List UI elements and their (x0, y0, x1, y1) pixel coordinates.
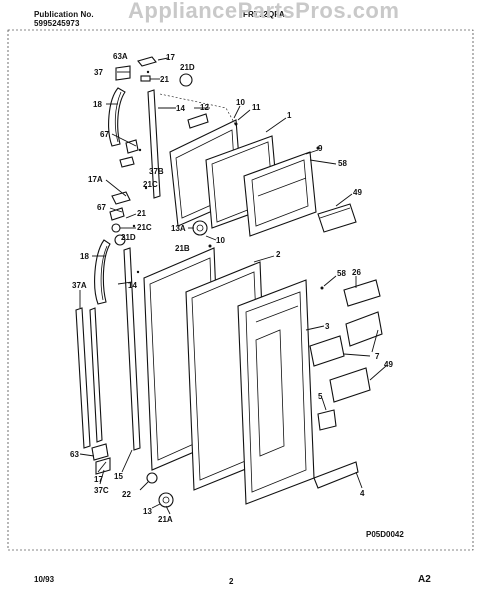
callout-37: 37 (94, 68, 103, 77)
part-67-lower-hinge (109, 207, 125, 221)
watermark: AppliancePartsPros.com (128, 0, 400, 23)
part-49-lower-bin (329, 367, 371, 403)
footer-section: A2 (418, 574, 431, 585)
part-67-upper-hinge (125, 139, 139, 154)
part-17-lower (91, 443, 109, 461)
part-18-upper-handle (108, 87, 126, 147)
part-26-bin (343, 279, 381, 307)
part-3-bin (309, 335, 345, 367)
callout-21: 21 (160, 75, 169, 84)
callout-63A: 63A (113, 52, 128, 61)
callout-18-lower: 18 (80, 252, 89, 261)
part-14-lower-trim (123, 247, 141, 451)
callout-58-lower: 58 (337, 269, 346, 278)
callout-58: 58 (338, 159, 347, 168)
callout-17-lower: 17 (94, 475, 103, 484)
part-17-upper (137, 56, 157, 67)
part-5-clip (317, 409, 337, 431)
callout-1: 1 (287, 111, 292, 120)
part-fresh-food-liner (237, 279, 315, 505)
leader-lines (79, 57, 387, 515)
callout-21A: 21A (158, 515, 173, 524)
page-border (7, 29, 474, 551)
part-63A-cap (115, 65, 131, 81)
callout-2: 2 (276, 250, 281, 259)
callout-21B: 21B (175, 244, 190, 253)
part-14-upper-trim (147, 89, 161, 199)
callout-9: 9 (318, 144, 323, 153)
callout-67-lower: 67 (97, 203, 106, 212)
part-49-upper-bin (317, 203, 357, 233)
callout-21D: 21D (180, 63, 195, 72)
part-22-washer (146, 472, 158, 484)
callout-26: 26 (352, 268, 361, 277)
part-21-screw (140, 75, 151, 82)
model-number: FRT22QFA (243, 10, 285, 19)
callout-17: 17 (166, 53, 175, 62)
callout-37B: 37B (149, 167, 164, 176)
part-37A-trim (75, 307, 91, 449)
footer-date: 10/93 (34, 575, 55, 584)
callout-21-lower: 21 (137, 209, 146, 218)
part-upper-bracket (119, 156, 135, 168)
publication-number: 5995245973 (34, 19, 80, 28)
callout-63: 63 (70, 450, 79, 459)
part-13-hinge (158, 492, 174, 508)
part-12-cover (187, 113, 209, 129)
part-21C-bushing (111, 223, 121, 233)
callout-37C: 37C (94, 486, 109, 495)
callout-10: 10 (236, 98, 245, 107)
callout-3: 3 (325, 322, 330, 331)
callout-17A: 17A (88, 175, 103, 184)
callout-10-lower: 10 (216, 236, 225, 245)
part-4-bracket (313, 461, 359, 489)
part-17A (111, 191, 131, 205)
part-9-freezer-liner (243, 151, 317, 237)
callout-67: 67 (100, 130, 109, 139)
callout-14: 14 (176, 104, 185, 113)
part-21D-plug (179, 73, 193, 87)
callout-49: 49 (353, 188, 362, 197)
callout-7: 7 (375, 352, 380, 361)
callout-21D-lower: 21D (121, 233, 136, 242)
part-trim-strip (89, 307, 103, 443)
footer-page: 2 (229, 577, 234, 586)
part-13A-hinge (192, 220, 208, 236)
callout-14-lower: 14 (128, 281, 137, 290)
part-21D-lower-plug (114, 234, 126, 246)
callout-49-lower: 49 (384, 360, 393, 369)
callout-12: 12 (200, 103, 209, 112)
callout-37A: 37A (72, 281, 87, 290)
callout-18: 18 (93, 100, 102, 109)
callout-11: 11 (252, 103, 261, 112)
callout-13: 13 (143, 507, 152, 516)
callout-4: 4 (360, 489, 365, 498)
callout-22: 22 (122, 490, 131, 499)
callout-15: 15 (114, 472, 123, 481)
callout-21C-lower: 21C (137, 223, 152, 232)
part-7-bin-upper (345, 311, 383, 347)
callout-21C: 21C (143, 180, 158, 189)
callout-13A: 13A (171, 224, 186, 233)
callout-5: 5 (318, 392, 323, 401)
publication-label: Publication No. (34, 10, 94, 19)
screw-dots (132, 70, 324, 290)
diagram-code: P05D0042 (366, 530, 404, 539)
